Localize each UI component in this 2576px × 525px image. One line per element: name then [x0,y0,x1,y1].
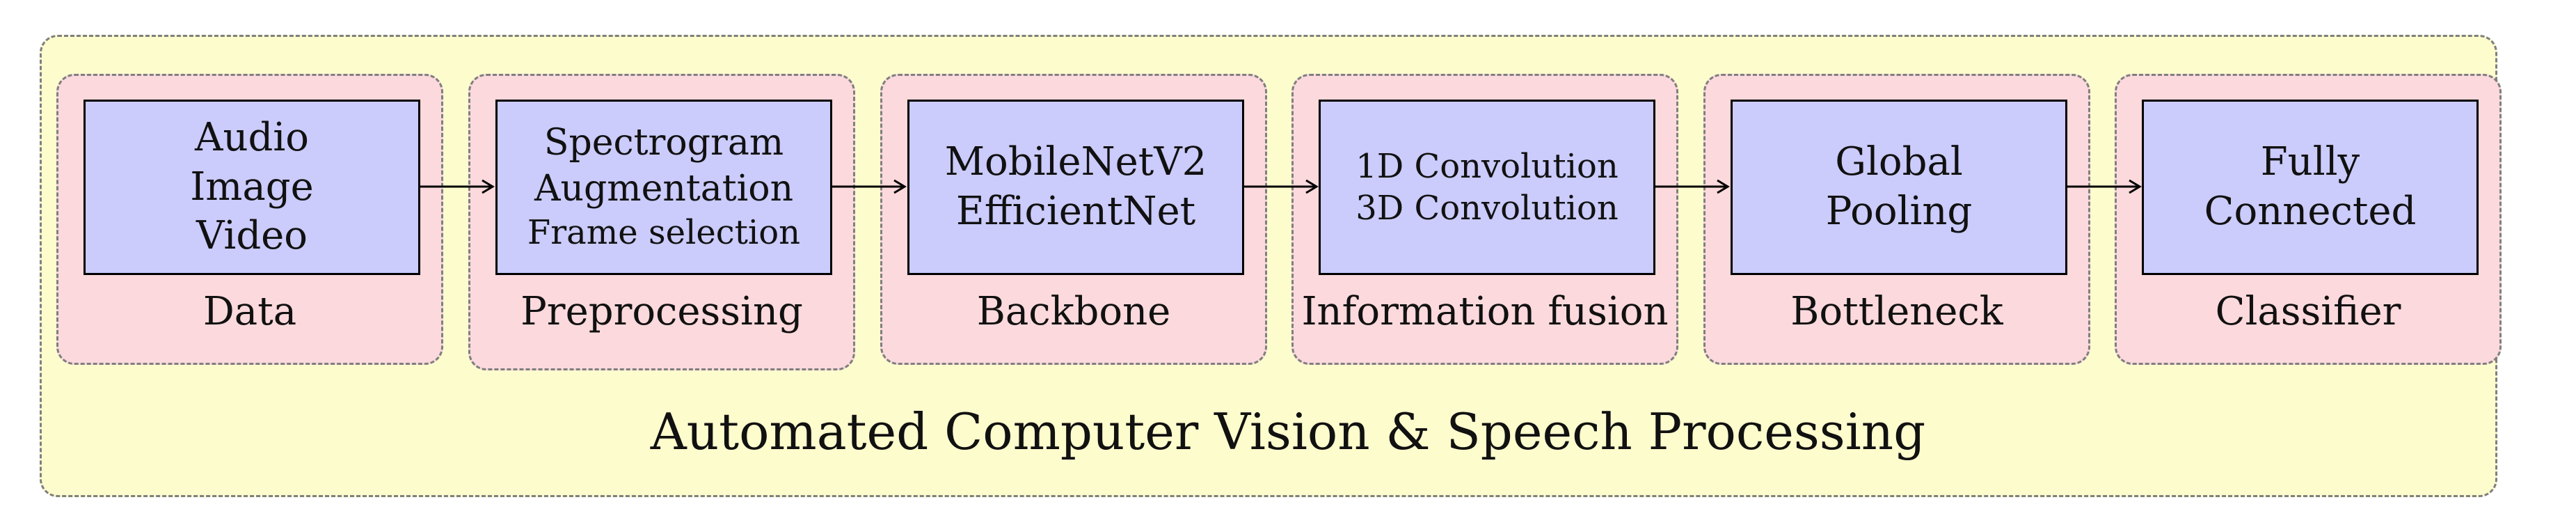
stage-label: Information fusion [1301,289,1669,334]
box-line: Frame selection [527,213,801,253]
preprocessing-box: Spectrogram Augmentation Frame selection [495,100,832,275]
data-box: Audio Image Video [84,100,420,275]
stage-bottleneck: Global Pooling Bottleneck [1703,74,2090,365]
box-line: Connected [2204,189,2417,234]
information-fusion-box: 1D Convolution 3D Convolution [1319,100,1655,275]
stage-label: Data [202,289,297,334]
stage-backbone: MobileNetV2 EfficientNet Backbone [880,74,1267,365]
backbone-box: MobileNetV2 EfficientNet [907,100,1244,275]
bottleneck-box: Global Pooling [1731,100,2067,275]
box-line: Spectrogram [543,122,784,164]
box-line: Global [1835,139,1963,185]
stage-label: Preprocessing [520,289,803,334]
stage-label: Classifier [2215,289,2401,334]
stage-data: Audio Image Video Data [56,74,443,365]
box-line: 3D Convolution [1355,189,1619,228]
stage-label: Backbone [976,289,1171,334]
diagram-title: Automated Computer Vision & Speech Proce… [650,402,1926,461]
box-line: Image [190,164,314,210]
stage-information-fusion: 1D Convolution 3D Convolution Informatio… [1291,74,1678,365]
classifier-box: Fully Connected [2142,100,2479,275]
stage-classifier: Fully Connected Classifier [2115,74,2502,365]
stage-preprocessing: Spectrogram Augmentation Frame selection… [468,74,855,370]
box-line: 1D Convolution [1355,146,1619,186]
box-line: Fully [2260,139,2360,185]
box-line: MobileNetV2 [944,139,1207,185]
box-line: Augmentation [534,167,794,210]
box-line: Audio [195,115,309,161]
box-line: EfficientNet [955,189,1196,234]
box-line: Video [196,213,308,259]
box-line: Pooling [1825,189,1973,234]
stage-label: Bottleneck [1790,289,2003,334]
